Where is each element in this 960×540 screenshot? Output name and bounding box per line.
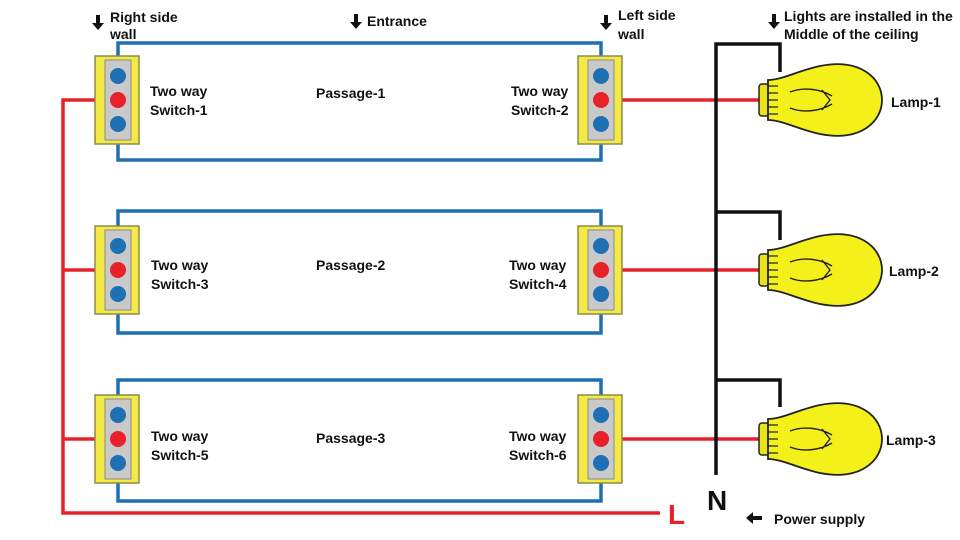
switch-4-label-line2: Switch-4 [509, 276, 567, 292]
left-wall-label-line2: wall [617, 26, 644, 42]
entrance-annotation: Entrance [350, 13, 427, 29]
switch-3-label-line1: Two way [151, 257, 209, 273]
right-wall-label-line2: wall [109, 26, 136, 42]
live-supply-label: L [668, 499, 685, 530]
neutral-wiring [714, 42, 782, 475]
lamp-3-bulb-icon [758, 402, 883, 476]
switch-2 [577, 55, 623, 145]
switch-1-label-line2: Switch-1 [150, 102, 208, 118]
switch-4-label-line1: Two way [509, 257, 567, 273]
power-supply-label: Power supply [774, 511, 865, 527]
switch-6-label-line2: Switch-6 [509, 447, 567, 463]
switch-2-label-line1: Two way [511, 83, 569, 99]
down-arrow-icon [350, 14, 362, 29]
left-arrow-icon [746, 512, 762, 524]
lamp-3-label: Lamp-3 [886, 432, 936, 448]
left-wall-annotation: Left side wall [600, 7, 676, 42]
down-arrow-icon [768, 14, 780, 29]
right-wall-annotation: Right side wall [92, 9, 178, 42]
down-arrow-icon [92, 15, 104, 30]
neutral-supply-label: N [707, 485, 727, 516]
switch-6 [577, 394, 623, 484]
switch-5 [94, 394, 140, 484]
switch-1 [94, 55, 140, 145]
lamp-1-bulb-icon [758, 63, 883, 137]
lamp-2-bulb-icon [758, 233, 883, 307]
switch-6-label-line1: Two way [509, 428, 567, 444]
switch-1-label-line1: Two way [150, 83, 208, 99]
switch-5-label-line1: Two way [151, 428, 209, 444]
switch-3-label-line2: Switch-3 [151, 276, 209, 292]
switch-2-label-line2: Switch-2 [511, 102, 569, 118]
live-wiring [61, 98, 760, 515]
switch-4 [577, 225, 623, 315]
switch-3 [94, 225, 140, 315]
passage-1-label: Passage-1 [316, 85, 385, 101]
left-wall-label-line1: Left side [618, 7, 676, 23]
lights-label-line2: Middle of the ceiling [784, 26, 919, 42]
entrance-label: Entrance [367, 13, 427, 29]
power-supply-annotation: Power supply [746, 511, 865, 527]
lamp-1-label: Lamp-1 [891, 94, 941, 110]
lamp-2-label: Lamp-2 [889, 263, 939, 279]
lights-label-line1: Lights are installed in the [784, 8, 953, 24]
passage-3-label: Passage-3 [316, 430, 385, 446]
switch-5-label-line2: Switch-5 [151, 447, 209, 463]
right-wall-label-line1: Right side [110, 9, 178, 25]
passage-2-label: Passage-2 [316, 257, 385, 273]
lights-annotation: Lights are installed in the Middle of th… [768, 8, 953, 42]
down-arrow-icon [600, 15, 612, 30]
